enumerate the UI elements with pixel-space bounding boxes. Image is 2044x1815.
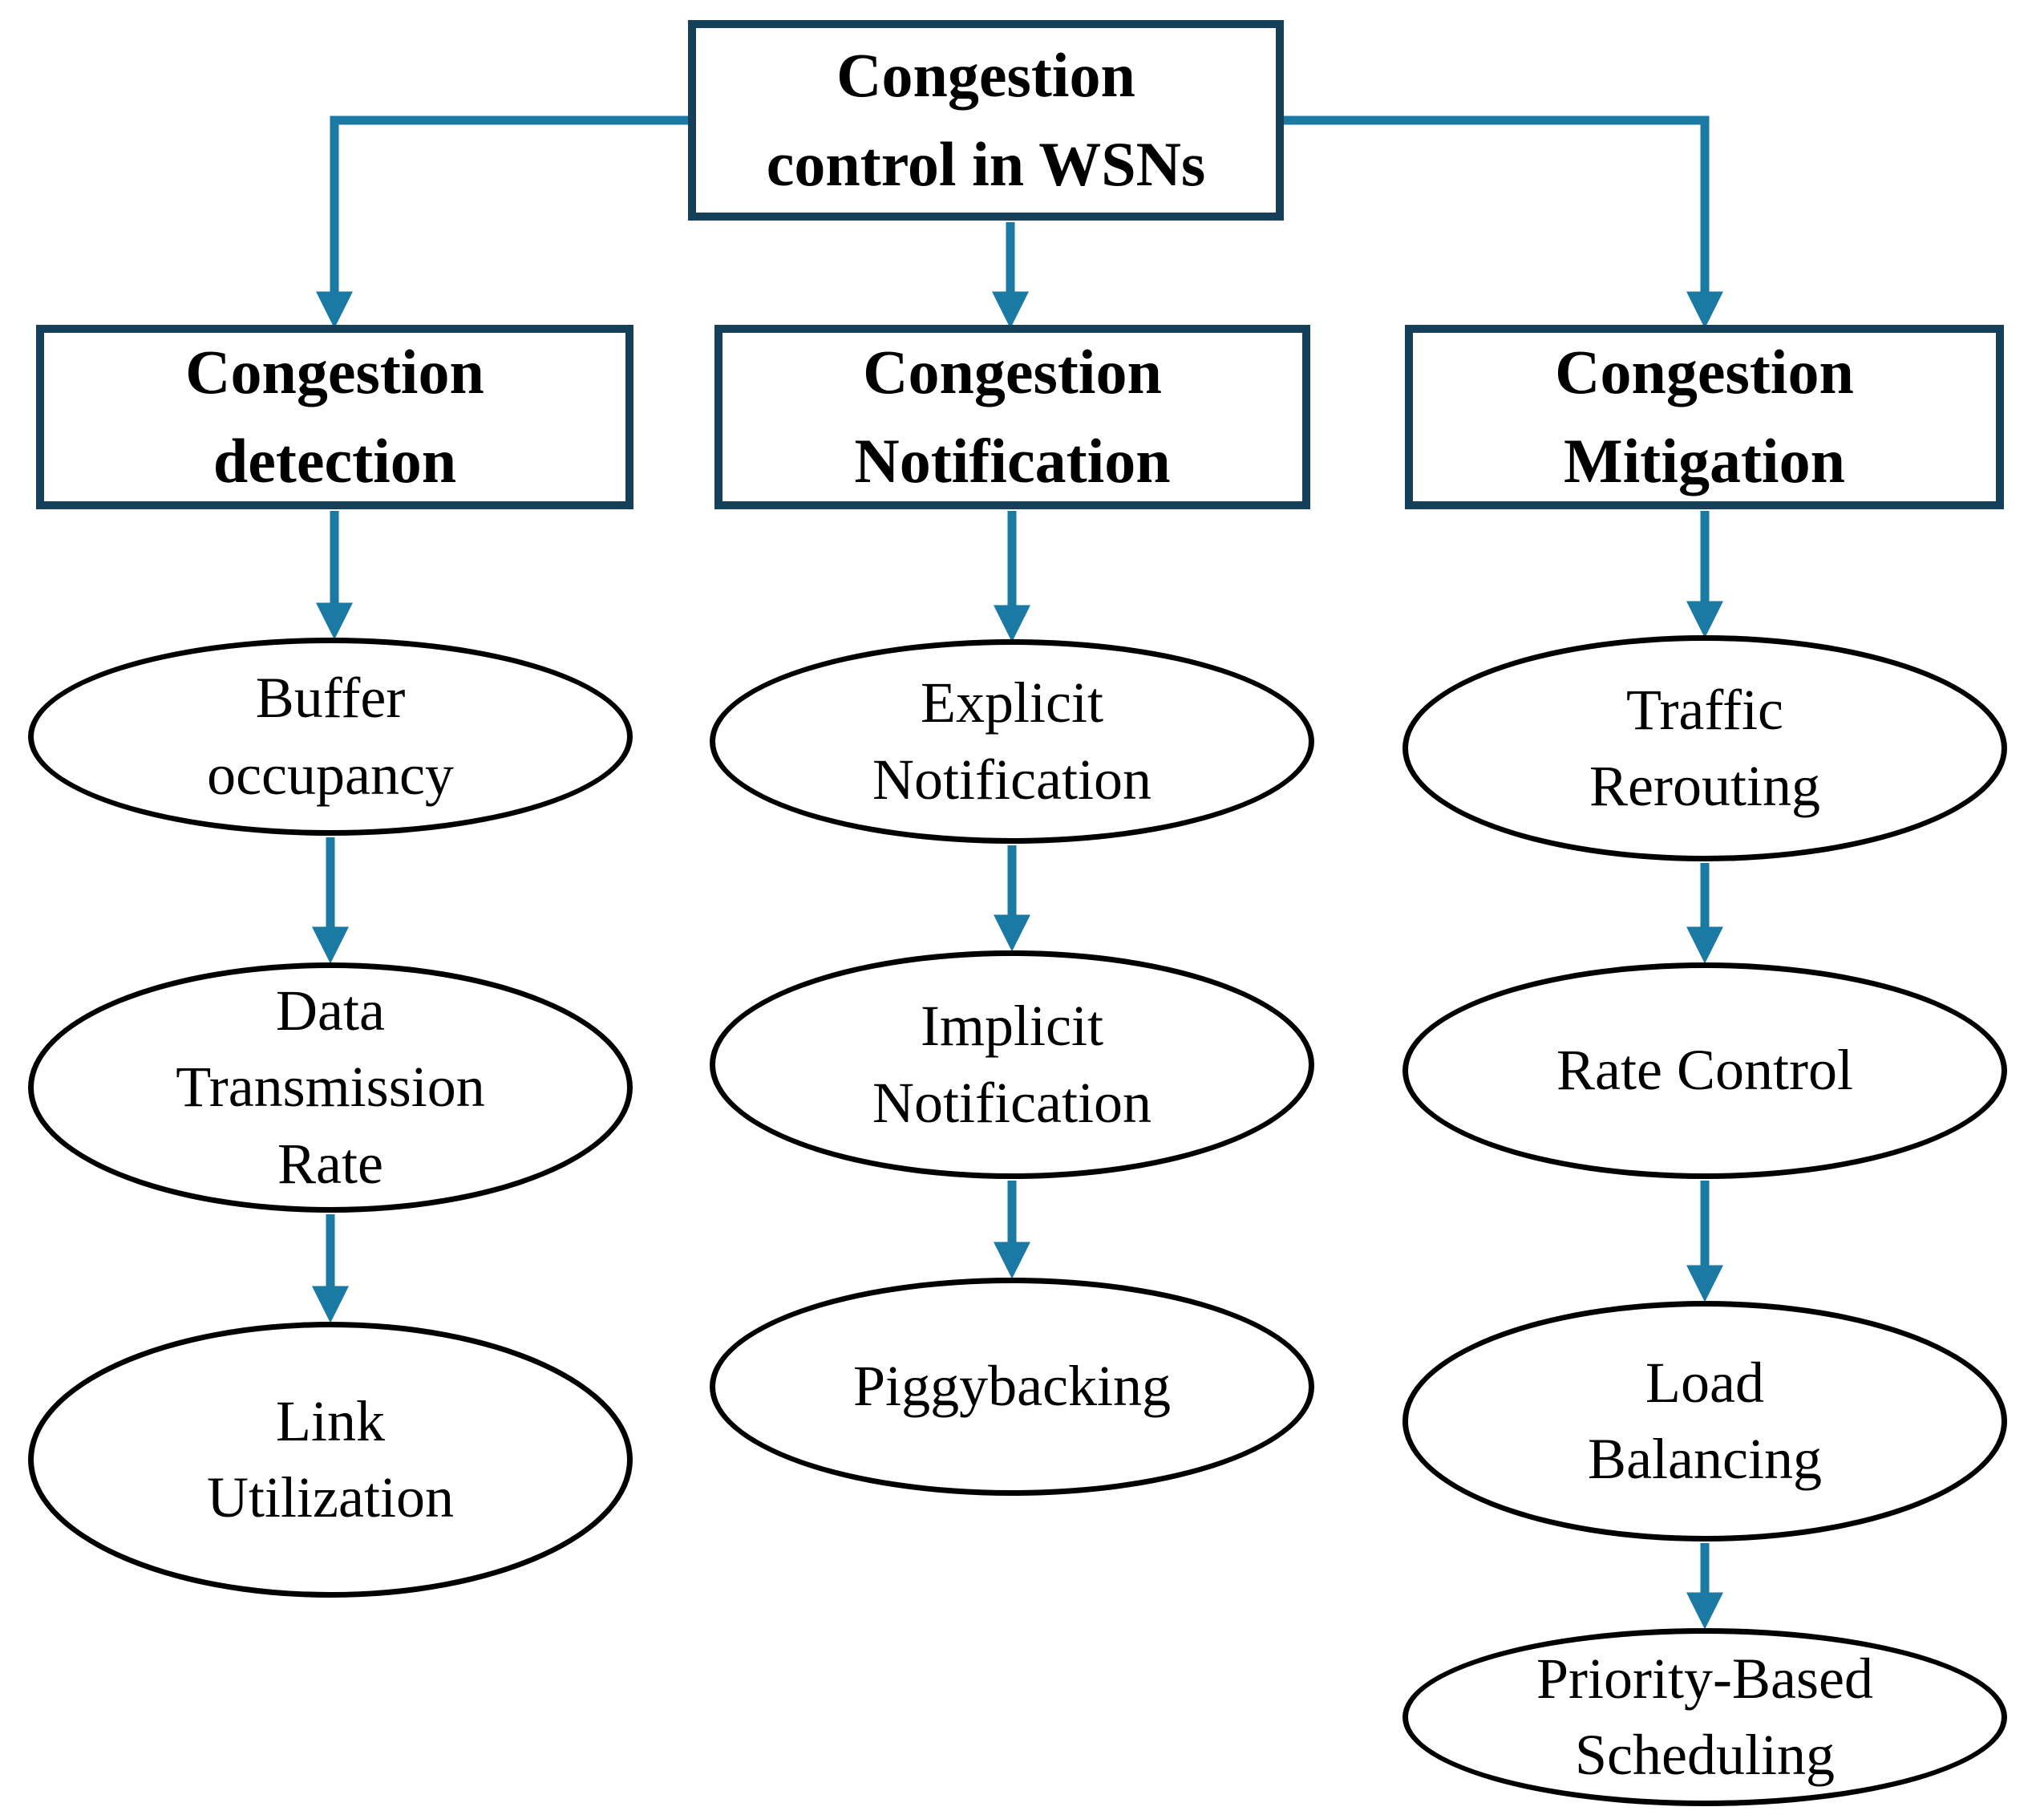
node-piggybacking: Piggybacking [710, 1278, 1314, 1496]
node-explicit-notification: Explicit Notification [710, 639, 1314, 844]
node-data-transmission-rate: Data Transmission Rate [28, 962, 633, 1213]
node-congestion-mitigation: Congestion Mitigation [1405, 325, 2004, 509]
node-load-balancing: Load Balancing [1402, 1301, 2007, 1542]
node-priority-based-scheduling: Priority-Based Scheduling [1402, 1628, 2007, 1806]
node-label: Congestion Mitigation [1555, 337, 1854, 496]
node-implicit-notification: Implicit Notification [710, 950, 1314, 1179]
node-buffer-occupancy: Buffer occupancy [28, 638, 633, 836]
node-label: Implicit Notification [872, 994, 1152, 1135]
node-label: Priority-Based Scheduling [1536, 1646, 1873, 1787]
node-label: Load Balancing [1588, 1350, 1822, 1491]
node-label: Congestion Notification [854, 337, 1171, 496]
arrow-root-to-mitigation [1284, 115, 1724, 329]
node-link-utilization: Link Utilization [28, 1322, 633, 1598]
arrow-root-to-detection [315, 115, 688, 329]
node-congestion-detection: Congestion detection [36, 325, 633, 509]
node-congestion-control-root: Congestion control in WSNs [688, 20, 1284, 221]
node-label: Explicit Notification [872, 670, 1152, 812]
node-label: Buffer occupancy [207, 666, 454, 807]
node-label: Data Transmission Rate [176, 978, 485, 1196]
node-rate-control: Rate Control [1402, 962, 2007, 1179]
node-label: Congestion detection [185, 337, 484, 496]
node-label: Link Utilization [207, 1388, 454, 1529]
node-congestion-notification: Congestion Notification [714, 325, 1310, 509]
node-label: Rate Control [1556, 1038, 1853, 1103]
node-label: Piggybacking [853, 1354, 1171, 1419]
node-traffic-rerouting: Traffic Rerouting [1402, 635, 2007, 861]
node-label: Congestion control in WSNs [766, 40, 1206, 199]
node-label: Traffic Rerouting [1589, 677, 1820, 818]
